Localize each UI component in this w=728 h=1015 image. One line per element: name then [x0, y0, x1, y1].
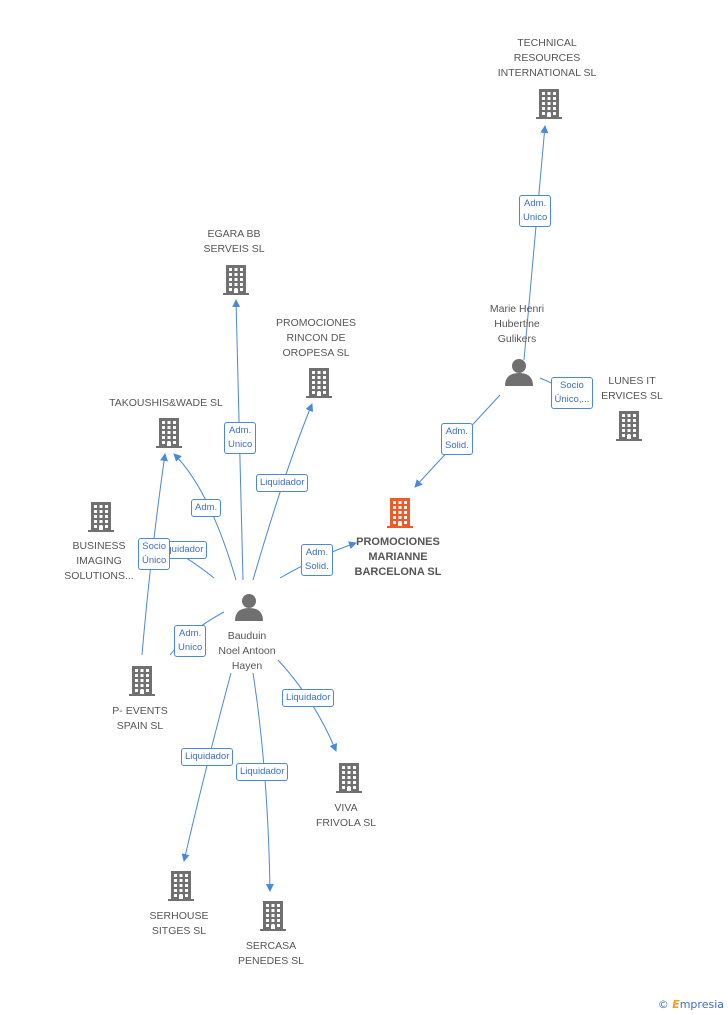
building-icon-business[interactable]	[88, 502, 114, 532]
building-icon-pevents[interactable]	[129, 666, 155, 696]
node-label-business[interactable]: BUSINESS IMAGING SOLUTIONS...	[64, 540, 134, 582]
node-label-viva[interactable]: VIVA FRIVOLA SL	[315, 802, 377, 829]
edge-label-marie-marianne[interactable]: Adm. Solid.	[441, 423, 473, 455]
edge-marie-technical	[523, 125, 549, 361]
node-label-technical[interactable]: TECHNICAL RESOURCES INTERNATIONAL SL	[497, 37, 597, 79]
node-label-pevents[interactable]: P- EVENTS SPAIN SL	[112, 705, 168, 732]
building-icon-marianne[interactable]	[387, 498, 413, 528]
brand-name: mpresia	[679, 998, 724, 1011]
edge-bauduin-sercasa	[252, 672, 274, 892]
edge-label-bauduin-pevents[interactable]: Adm. Unico	[174, 625, 207, 657]
brand-initial: E	[672, 998, 680, 1011]
edge-label-marie-lunes[interactable]: Socio Único,...	[550, 377, 594, 409]
building-icon-rincon[interactable]	[306, 368, 332, 398]
edge-bauduin-serhouse	[181, 672, 232, 862]
node-label-serhouse[interactable]: SERHOUSE SITGES SL	[149, 910, 209, 937]
edge-label-bauduin-egara[interactable]: Adm. Unico	[224, 422, 257, 454]
building-icon-takoushis[interactable]	[156, 418, 182, 448]
node-label-egara[interactable]: EGARA BB SERVEIS SL	[203, 228, 265, 255]
node-label-rincon[interactable]: PROMOCIONES RINCON DE OROPESA SL	[276, 317, 356, 359]
edge-label-bauduin-serhouse[interactable]: Liquidador	[181, 748, 234, 766]
building-icon-serhouse[interactable]	[168, 871, 194, 901]
edge-label-marie-technical[interactable]: Adm. Unico	[519, 195, 552, 227]
edge-label-bauduin-marianne[interactable]: Adm. Solid.	[301, 544, 333, 576]
person-icon-marie[interactable]	[505, 359, 533, 386]
edge-label-bauduin-takoushis[interactable]: Adm.	[191, 499, 222, 517]
building-icon-egara[interactable]	[223, 265, 249, 295]
node-label-sercasa[interactable]: SERCASA PENEDES SL	[238, 940, 304, 967]
empresia-watermark: © Empresia	[658, 998, 724, 1011]
copyright-symbol: ©	[657, 998, 669, 1011]
node-label-marianne[interactable]: PROMOCIONES MARIANNE BARCELONA SL	[354, 536, 442, 578]
building-icon-lunes[interactable]	[616, 411, 642, 441]
node-label-lunes[interactable]: LUNES IT ERVICES SL	[601, 375, 663, 402]
building-icon-sercasa[interactable]	[260, 901, 286, 931]
node-label-marie[interactable]: Marie Henri Hubertine Gulikers	[489, 303, 545, 345]
node-label-bauduin[interactable]: Bauduin Noel Antoon Hayen	[218, 630, 276, 672]
edge-bauduin-takoushis	[173, 453, 237, 581]
building-icon-technical[interactable]	[536, 89, 562, 119]
edge-label-bauduin-rincon[interactable]: Liquidador	[256, 474, 309, 492]
edge-label-pevents-takoushis[interactable]: Socio Único	[138, 538, 171, 570]
edge-label-bauduin-viva[interactable]: Liquidador	[282, 689, 335, 707]
edge-label-bauduin-sercasa[interactable]: Liquidador	[236, 763, 289, 781]
building-icon-viva[interactable]	[336, 763, 362, 793]
person-icon-bauduin[interactable]	[235, 594, 263, 621]
node-label-takoushis[interactable]: TAKOUSHIS&WADE SL	[109, 397, 223, 409]
